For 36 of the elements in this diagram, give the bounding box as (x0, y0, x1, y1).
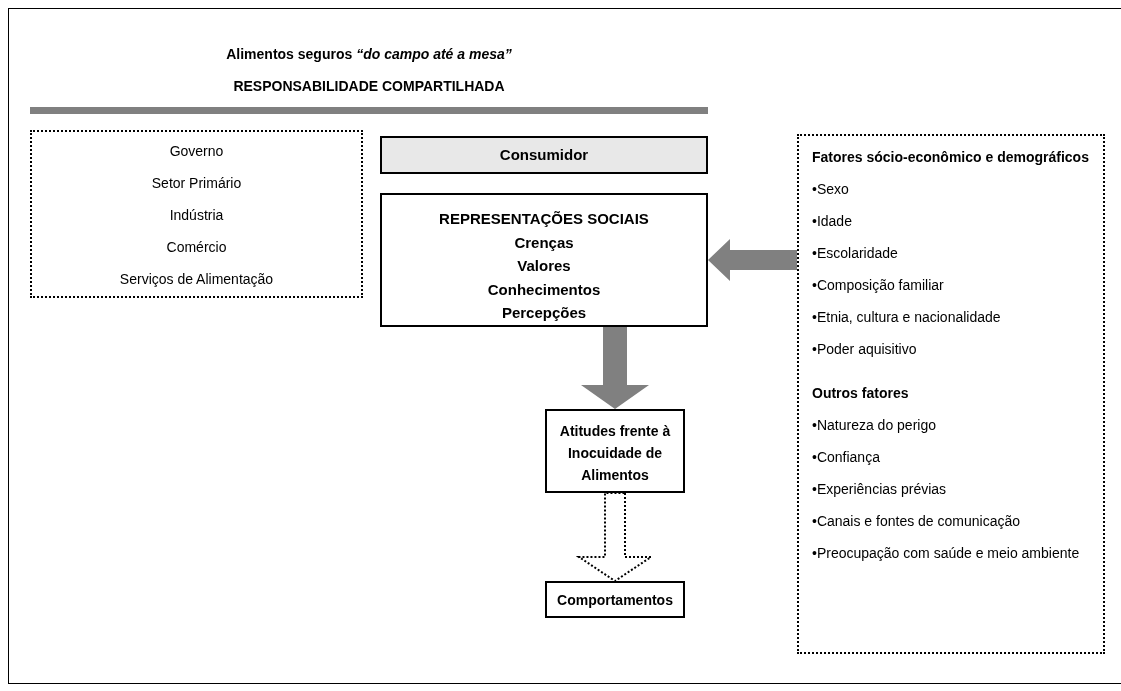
box-text: Percepções (500, 303, 588, 323)
dotted-box (797, 134, 1105, 654)
list-item: •Composição familiar (812, 276, 945, 295)
heading: Outros fatores (812, 384, 910, 403)
process-box (545, 409, 685, 493)
box-text: Valores (516, 256, 572, 276)
list-item: •Canais e fontes de comunicação (812, 512, 1022, 531)
heading: Fatores sócio-econômico e demográficos (812, 148, 1090, 167)
list-item: •Preocupação com saúde e meio ambiente (812, 544, 1081, 563)
subtitle: RESPONSABILIDADE COMPARTILHADA (232, 78, 506, 94)
box-title: Atitudes frente à Inocuidade de Alimentos (558, 422, 672, 485)
list-item: Governo (168, 142, 225, 160)
list-item: Indústria (168, 206, 225, 224)
box-title: Consumidor (498, 146, 590, 164)
box-title: Comportamentos (556, 591, 674, 609)
list-item: •Escolaridade (812, 244, 899, 263)
list-item: •Sexo (812, 180, 850, 199)
list-item: •Natureza do perigo (812, 416, 937, 435)
box-text: Crenças (513, 232, 575, 253)
list-item: •Idade (812, 212, 853, 231)
list-item: •Experiências prévias (812, 480, 948, 499)
box-text: Conhecimentos (486, 279, 602, 300)
box-text: REPRESENTAÇÕES SOCIAIS (438, 209, 650, 229)
process-box (380, 136, 708, 174)
list-item: Comércio (165, 238, 228, 256)
dotted-box (30, 130, 363, 298)
list-item: •Etnia, cultura e nacionalidade (812, 308, 1002, 327)
list-item: Setor Primário (150, 174, 243, 192)
process-box (545, 581, 685, 618)
list-item: •Confiança (812, 448, 881, 467)
list-item: •Poder aquisitivo (812, 340, 918, 359)
block-arrow (581, 327, 649, 409)
process-box (380, 193, 708, 327)
diagram-title: Alimentos seguros “do campo até a mesa” (225, 46, 513, 62)
list-item: Serviços de Alimentação (118, 270, 275, 288)
block-arrow (708, 239, 797, 281)
